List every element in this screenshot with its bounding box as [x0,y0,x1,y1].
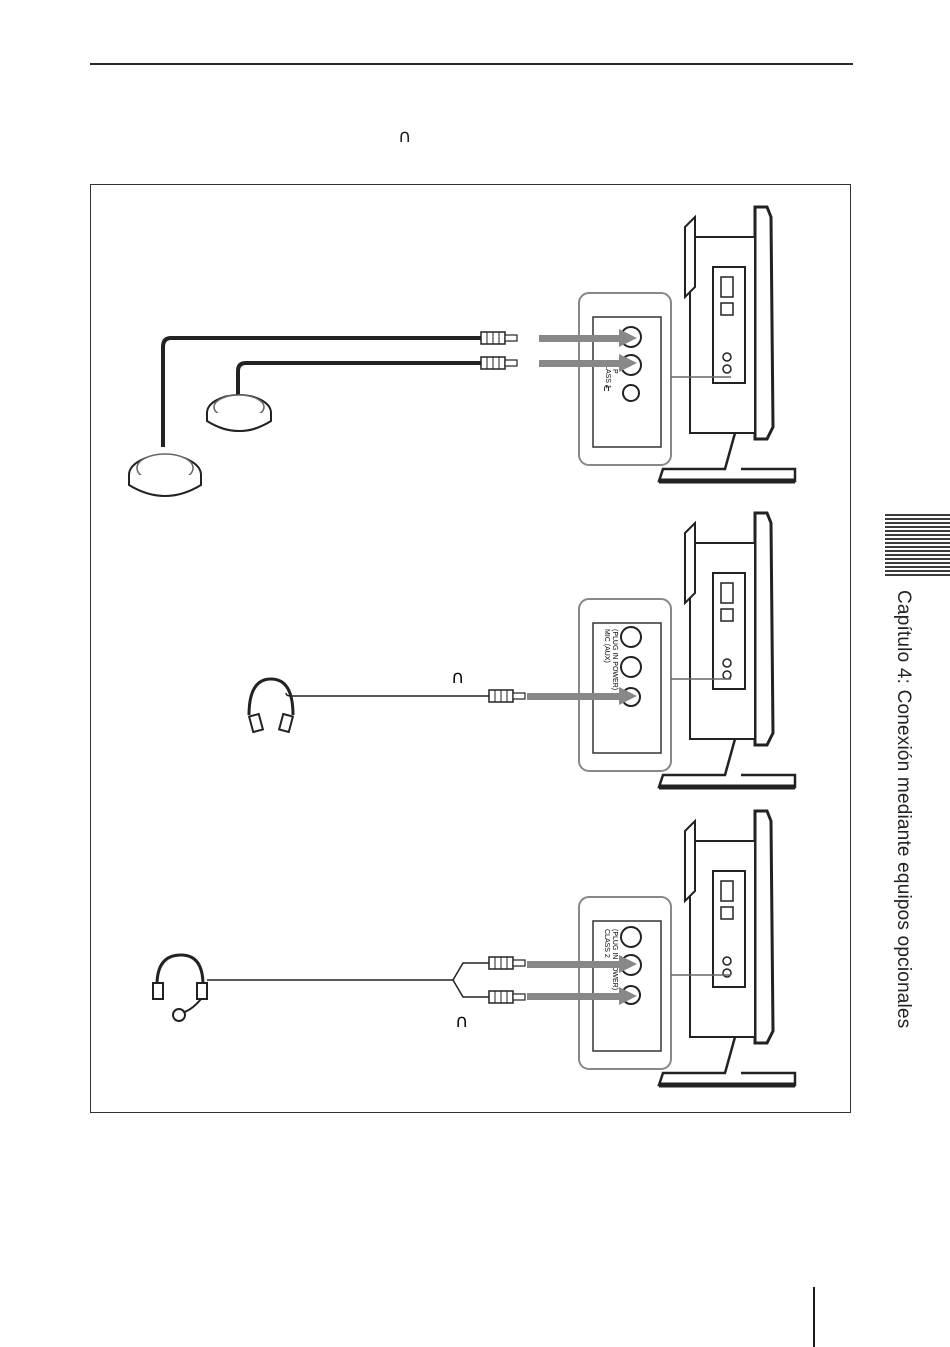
mic-cord-1 [163,338,481,447]
jack-label-3: CLASS 2 [603,929,610,958]
chapter-title: Capítulo 4: Conexión mediante equipos op… [888,590,918,1030]
headphone-symbol-3: ∩ [455,1011,468,1032]
arrow-3a [527,961,619,968]
microphone-1 [129,454,201,496]
jack-label-2: MIC (AUX) [603,629,610,663]
chapter-side-tab [885,514,950,576]
jack-label-2b: (PLUG IN POWER) [611,629,618,690]
headphone-jack-1 [623,385,639,401]
chapter-title-text: Capítulo 4: Conexión mediante equipos op… [892,590,914,1028]
panel-3-headset: CLASS 2 (PLUG IN POWER) ∩ [153,811,795,1085]
splitter-cord [453,963,489,997]
arrow-1b [539,360,619,367]
headset-icon [153,955,207,1021]
connection-figure: ∩ CLASS 1 IN P [90,184,851,1113]
mic-cord-2 [238,363,481,397]
headphone-symbol-2: ∩ [451,667,464,688]
panel-1-microphones: ∩ CLASS 1 IN P [129,207,795,496]
headphone-cord [286,693,489,696]
top-rule [90,63,853,65]
connection-diagram: ∩ CLASS 1 IN P [91,185,852,1114]
arrow-2 [527,693,619,700]
arrow-3b [527,993,619,1000]
jack-2a [621,627,641,647]
panel-2-headphones: MIC (AUX) (PLUG IN POWER) ∩ [249,513,795,787]
arrow-1a [539,335,619,342]
jack-2b [621,657,641,677]
microphone-2 [207,395,271,431]
headphones-icon [249,679,293,732]
page-marker-bar [813,1287,815,1347]
jack-3a [621,927,641,947]
headphone-jack-icon: ∩ [398,128,411,146]
jack-label-3b: (PLUG IN POWER) [611,929,618,990]
